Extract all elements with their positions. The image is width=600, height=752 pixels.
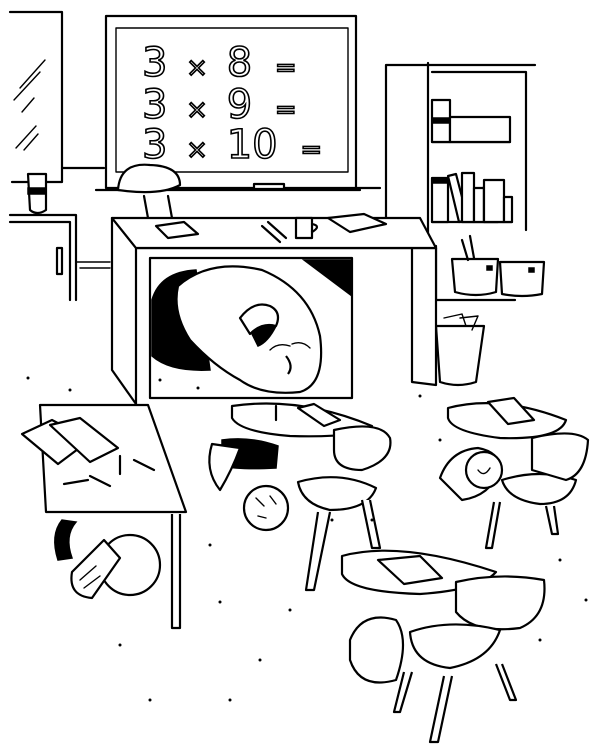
eq1-left: 3 — [142, 40, 167, 86]
student-left — [54, 519, 162, 600]
eq2-op: × — [186, 95, 208, 125]
eq2-left: 3 — [142, 82, 167, 128]
student-desk-right — [438, 396, 590, 550]
eq1-equals: = — [275, 53, 297, 83]
teacher-desk — [110, 212, 438, 406]
books — [430, 171, 514, 224]
teacher — [151, 265, 323, 394]
paint-buckets — [434, 234, 546, 302]
teacher-chair — [116, 163, 182, 220]
svg-text:3 × 10: 3 × 10 = — [142, 122, 322, 168]
chalkboard-equations: 3 × 8 = 3 × 9 = 3 × 10 = — [141, 39, 323, 169]
floor-debris — [26, 376, 588, 702]
eq3-equals: = — [300, 135, 322, 165]
student-desk-front — [340, 549, 546, 744]
student-desk-center — [208, 402, 392, 592]
eq2-equals: = — [275, 95, 297, 125]
eq3-left: 3 — [142, 122, 167, 168]
lower-cabinet — [8, 213, 111, 302]
eq1-op: × — [186, 53, 208, 83]
chalkboard: 3 × 8 = 3 × 9 = 3 × 10 = — [94, 14, 382, 192]
eq2-right: 9 — [227, 82, 252, 128]
wastebasket — [434, 313, 486, 387]
eq3-op: × — [186, 135, 208, 165]
bookshelf — [384, 61, 537, 242]
eq3-right: 10 — [227, 122, 278, 168]
window — [8, 10, 106, 184]
svg-text:3 × 8: 3 × 8 = — [142, 40, 297, 86]
svg-text:3 × 9: 3 × 9 = — [142, 82, 297, 128]
eq1-right: 8 — [227, 40, 252, 86]
cup-icon — [26, 172, 48, 215]
student-table-left — [20, 403, 188, 630]
